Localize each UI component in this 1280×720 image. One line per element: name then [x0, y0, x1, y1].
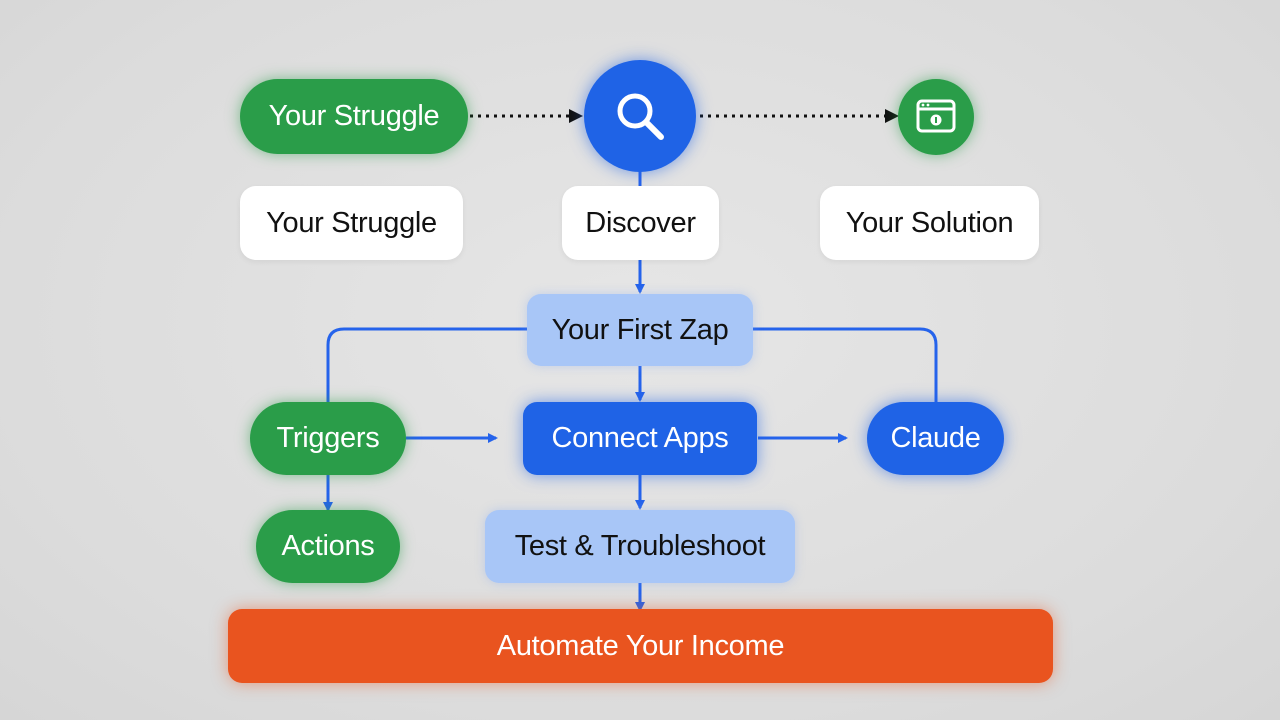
- connect-apps-label: Connect Apps: [551, 422, 729, 454]
- search-icon: [617, 93, 664, 140]
- your-solution-label: Your Solution: [845, 206, 1014, 239]
- discover-label-card: Discover: [562, 186, 719, 260]
- test-troubleshoot-node[interactable]: Test & Troubleshoot: [485, 510, 795, 583]
- claude-node[interactable]: Claude: [867, 402, 1004, 475]
- triggers-label: Triggers: [276, 422, 380, 454]
- your-first-zap-node[interactable]: Your First Zap: [527, 294, 753, 366]
- automate-your-income-bar[interactable]: Automate Your Income: [228, 609, 1053, 683]
- triggers-node[interactable]: Triggers: [250, 402, 406, 475]
- your-struggle-label: Your Struggle: [266, 206, 437, 239]
- branch-first-zap-to-claude: [752, 327, 938, 402]
- solution-circle[interactable]: [898, 79, 974, 155]
- discover-label: Discover: [585, 206, 696, 239]
- connect-apps-node[interactable]: Connect Apps: [523, 402, 757, 475]
- your-struggle-pill[interactable]: Your Struggle: [240, 79, 468, 154]
- discover-circle[interactable]: [584, 60, 696, 172]
- automate-your-income-label: Automate Your Income: [496, 629, 785, 662]
- actions-label: Actions: [281, 530, 375, 562]
- branch-first-zap-to-triggers: [326, 327, 527, 402]
- claude-label: Claude: [890, 422, 981, 454]
- actions-node[interactable]: Actions: [256, 510, 400, 583]
- your-solution-label-card: Your Solution: [820, 186, 1039, 260]
- your-struggle-label-card: Your Struggle: [240, 186, 463, 260]
- your-struggle-pill-label: Your Struggle: [268, 100, 440, 132]
- browser-window-icon: [916, 99, 956, 133]
- your-first-zap-label: Your First Zap: [551, 313, 729, 346]
- test-troubleshoot-label: Test & Troubleshoot: [514, 530, 766, 562]
